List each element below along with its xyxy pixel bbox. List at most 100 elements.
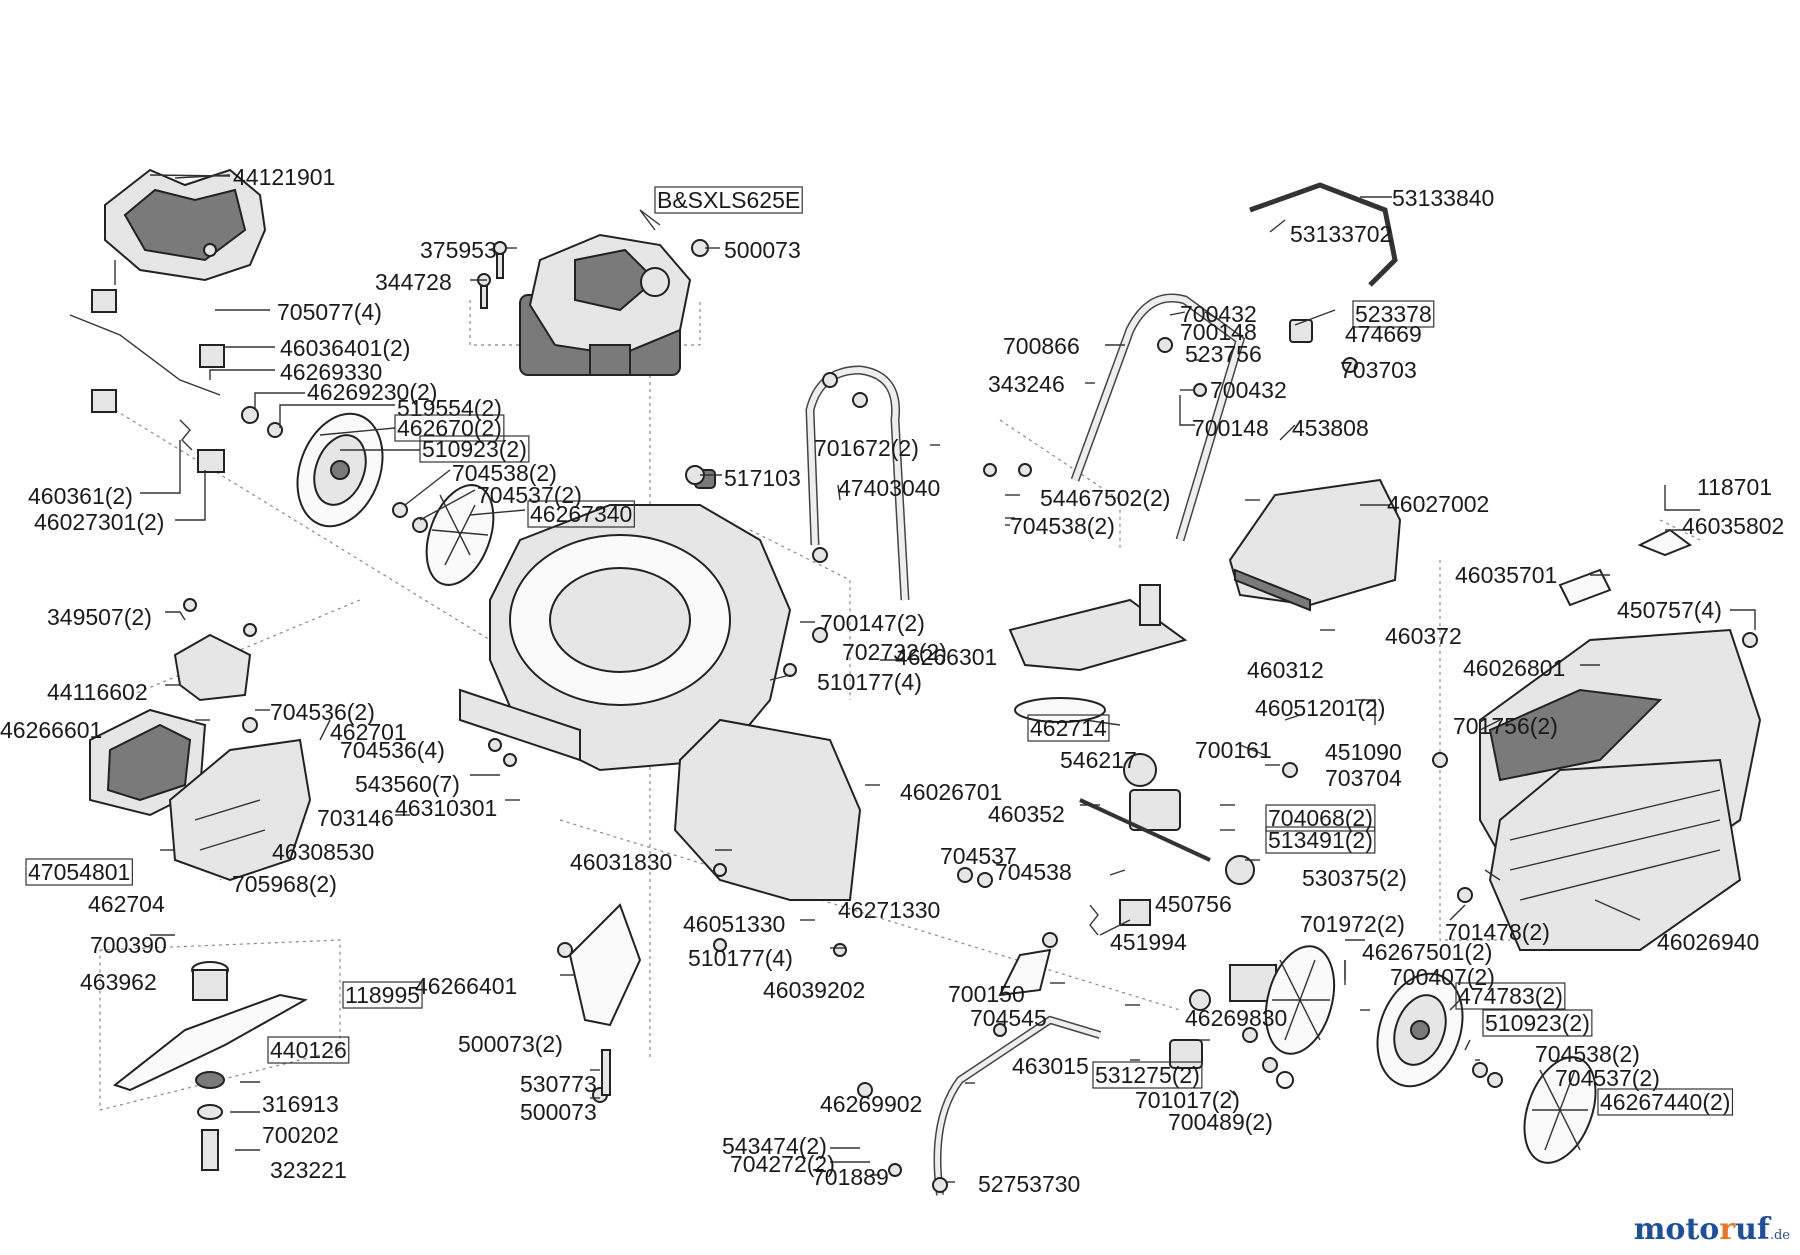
part-label-p375953: 375953 bbox=[420, 237, 497, 263]
part-label-p462670: 462670(2) bbox=[397, 415, 502, 441]
part-label-box-p474783 bbox=[1455, 982, 1566, 1010]
part-label-p46310301: 46310301 bbox=[395, 795, 497, 821]
part-label-p703704: 703704 bbox=[1325, 765, 1402, 791]
part-label-box-p510923a bbox=[419, 435, 530, 463]
part-label-box-p531275 bbox=[1092, 1061, 1203, 1089]
part-label-p500073c: 500073 bbox=[520, 1099, 597, 1125]
part-label-p46026801: 46026801 bbox=[1463, 655, 1565, 681]
part-label-box-p440126 bbox=[267, 1036, 350, 1064]
part-label-p453808: 453808 bbox=[1292, 415, 1369, 441]
part-label-p701478: 701478(2) bbox=[1445, 919, 1550, 945]
part-label-p523756: 523756 bbox=[1185, 341, 1262, 367]
part-label-p451994: 451994 bbox=[1110, 929, 1187, 955]
part-label-p523378: 523378 bbox=[1355, 301, 1432, 327]
part-label-p118995: 118995 bbox=[345, 982, 420, 1008]
part-label-p704536a: 704536(2) bbox=[270, 699, 375, 725]
part-label-p46269902: 46269902 bbox=[820, 1091, 922, 1117]
part-label-box-p47054801 bbox=[25, 858, 133, 886]
part-label-p46031830: 46031830 bbox=[570, 849, 672, 875]
part-label-p46269230: 46269230(2) bbox=[307, 379, 437, 405]
part-label-p703146: 703146 bbox=[317, 805, 394, 831]
part-label-p47403040: 47403040 bbox=[838, 475, 940, 501]
part-label-p450757: 450757(4) bbox=[1617, 597, 1722, 623]
part-label-box-p46267440 bbox=[1597, 1088, 1734, 1116]
part-label-p701672: 701672(2) bbox=[814, 435, 919, 461]
part-label-p316913: 316913 bbox=[262, 1091, 339, 1117]
part-label-p118701: 118701 bbox=[1697, 474, 1772, 500]
part-label-p46051201: 46051201(2) bbox=[1255, 695, 1385, 721]
part-label-p700432a: 700432 bbox=[1180, 301, 1257, 327]
part-label-p700432b: 700432 bbox=[1210, 377, 1287, 403]
part-label-p517103: 517103 bbox=[724, 465, 801, 491]
part-label-p46027002: 46027002 bbox=[1387, 491, 1489, 517]
part-label-p46267340: 46267340 bbox=[530, 501, 632, 527]
part-label-p463962: 463962 bbox=[80, 969, 157, 995]
part-label-p53133702: 53133702 bbox=[1290, 221, 1392, 247]
part-label-p451090: 451090 bbox=[1325, 739, 1402, 765]
part-label-p705077: 705077(4) bbox=[277, 299, 382, 325]
left-rear-wheel bbox=[296, 412, 495, 586]
part-label-p349507: 349507(2) bbox=[47, 604, 152, 630]
part-label-p701017: 701017(2) bbox=[1135, 1087, 1240, 1113]
part-label-p460361: 460361(2) bbox=[28, 483, 133, 509]
part-label-p700866: 700866 bbox=[1003, 333, 1080, 359]
front-right-wheels bbox=[1264, 945, 1597, 1164]
upper-handle bbox=[1070, 182, 1398, 542]
part-label-p510923a: 510923(2) bbox=[422, 436, 527, 462]
part-label-p46035701: 46035701 bbox=[1455, 562, 1557, 588]
part-label-box-p462714 bbox=[1027, 714, 1110, 742]
part-label-p531275: 531275(2) bbox=[1095, 1062, 1200, 1088]
part-label-p46051330: 46051330 bbox=[683, 911, 785, 937]
part-label-p463015: 463015 bbox=[1012, 1053, 1089, 1079]
part-label-p46269330: 46269330 bbox=[280, 359, 382, 385]
part-label-box-p462670 bbox=[394, 414, 505, 442]
part-label-p701972: 701972(2) bbox=[1300, 911, 1405, 937]
part-label-p46266301: 46266301 bbox=[895, 644, 997, 670]
top-cover bbox=[104, 168, 267, 282]
part-label-p510177a: 510177(4) bbox=[817, 669, 922, 695]
part-label-p462714: 462714 bbox=[1030, 715, 1107, 741]
part-label-p700161: 700161 bbox=[1195, 737, 1272, 763]
part-label-p546217: 546217 bbox=[1060, 747, 1137, 773]
part-label-p704272: 704272(2) bbox=[730, 1151, 835, 1177]
part-label-p46027301: 46027301(2) bbox=[34, 509, 164, 535]
part-label-box-p46267340 bbox=[527, 500, 635, 528]
part-label-p700407: 700407(2) bbox=[1390, 964, 1495, 990]
part-label-p510177b: 510177(4) bbox=[688, 945, 793, 971]
deck bbox=[459, 469, 792, 772]
part-label-p46026940: 46026940 bbox=[1657, 929, 1759, 955]
part-label-box-p513491 bbox=[1265, 826, 1376, 854]
part-label-p543474: 543474(2) bbox=[722, 1133, 827, 1159]
mulch-parts bbox=[168, 718, 862, 1027]
part-label-p704537a: 704537(2) bbox=[477, 482, 582, 508]
part-label-p704538a: 704538(2) bbox=[452, 460, 557, 486]
part-label-p46036401: 46036401(2) bbox=[280, 335, 410, 361]
leader-lines bbox=[140, 174, 1756, 1183]
part-label-p46026701: 46026701 bbox=[900, 779, 1002, 805]
part-label-p46035802: 46035802 bbox=[1682, 513, 1784, 539]
part-label-p474783: 474783(2) bbox=[1458, 983, 1563, 1009]
part-label-p54467502: 54467502(2) bbox=[1040, 485, 1170, 511]
part-label-p52753730: 52753730 bbox=[978, 1171, 1080, 1197]
fasteners bbox=[183, 239, 1758, 1193]
part-label-p703703: 703703 bbox=[1340, 357, 1417, 383]
part-label-p46039202: 46039202 bbox=[763, 977, 865, 1003]
part-label-p323221: 323221 bbox=[270, 1157, 347, 1183]
part-label-p704538d: 704538(2) bbox=[1535, 1041, 1640, 1067]
brand-logo: motoruf.de bbox=[1633, 1212, 1790, 1247]
grass-bag-lid bbox=[1228, 478, 1402, 612]
lower-handle bbox=[805, 365, 910, 601]
part-label-p704545: 704545 bbox=[970, 1005, 1047, 1031]
part-label-p700148a: 700148 bbox=[1180, 319, 1257, 345]
part-label-p462704: 462704 bbox=[88, 891, 165, 917]
part-label-p46269830: 46269830 bbox=[1185, 1005, 1287, 1031]
part-label-p700390: 700390 bbox=[90, 932, 167, 958]
part-label-p44116602: 44116602 bbox=[47, 679, 148, 705]
part-label-p704538c: 704538 bbox=[995, 859, 1072, 885]
part-label-p460352: 460352 bbox=[988, 801, 1065, 827]
part-label-p700150: 700150 bbox=[948, 981, 1025, 1007]
part-label-p474669: 474669 bbox=[1345, 321, 1422, 347]
part-label-p704538b: 704538(2) bbox=[1010, 513, 1115, 539]
part-label-p519554: 519554(2) bbox=[397, 395, 502, 421]
part-label-p700202: 700202 bbox=[262, 1122, 339, 1148]
